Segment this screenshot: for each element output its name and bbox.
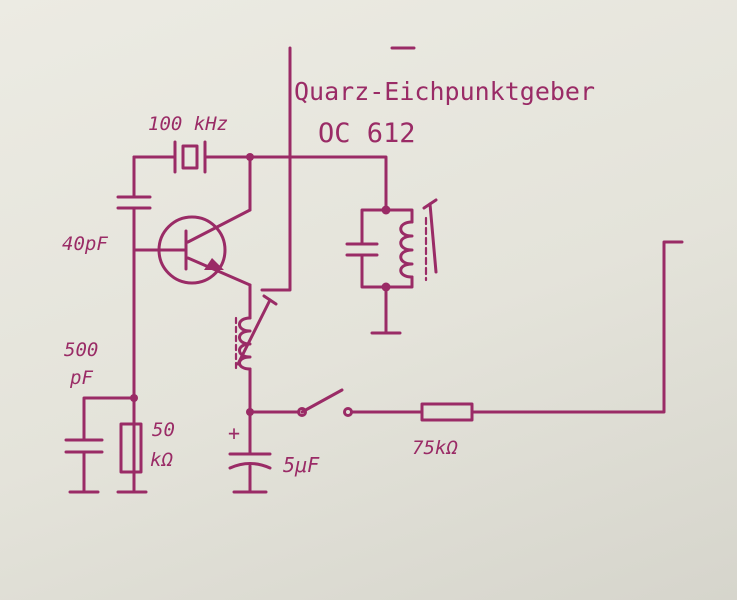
electrolytic-capacitor xyxy=(228,410,272,494)
res-75k-label: 75kΩ xyxy=(412,437,458,459)
polarity-mark: + xyxy=(228,421,240,445)
crystal-label: 100 kHz xyxy=(148,113,228,135)
res-50k-label-unit: kΩ xyxy=(150,449,173,471)
transistor-type: OC 612 xyxy=(318,118,416,149)
cap-500-label-unit: pF xyxy=(69,367,93,389)
divider-line xyxy=(260,46,292,292)
crystal-100khz xyxy=(132,140,252,174)
transistor-oc612 xyxy=(132,208,252,287)
tank-feed-wire xyxy=(248,155,388,212)
switch xyxy=(248,388,353,417)
resistor-50k xyxy=(116,422,148,494)
cap-500-label-top: 500 xyxy=(64,339,98,361)
resistor-75k xyxy=(350,240,684,422)
capacitor-40pf xyxy=(116,155,152,492)
cap-5uf-label: 5μF xyxy=(283,453,320,477)
emitter-inductor xyxy=(234,283,278,414)
cap-40pf-label: 40pF xyxy=(62,233,108,255)
title-text: Quarz-Eichpunktgeber xyxy=(294,77,595,106)
res-50k-label-top: 50 xyxy=(152,419,175,441)
capacitor-500pf xyxy=(64,396,136,494)
lc-tank xyxy=(345,198,438,335)
